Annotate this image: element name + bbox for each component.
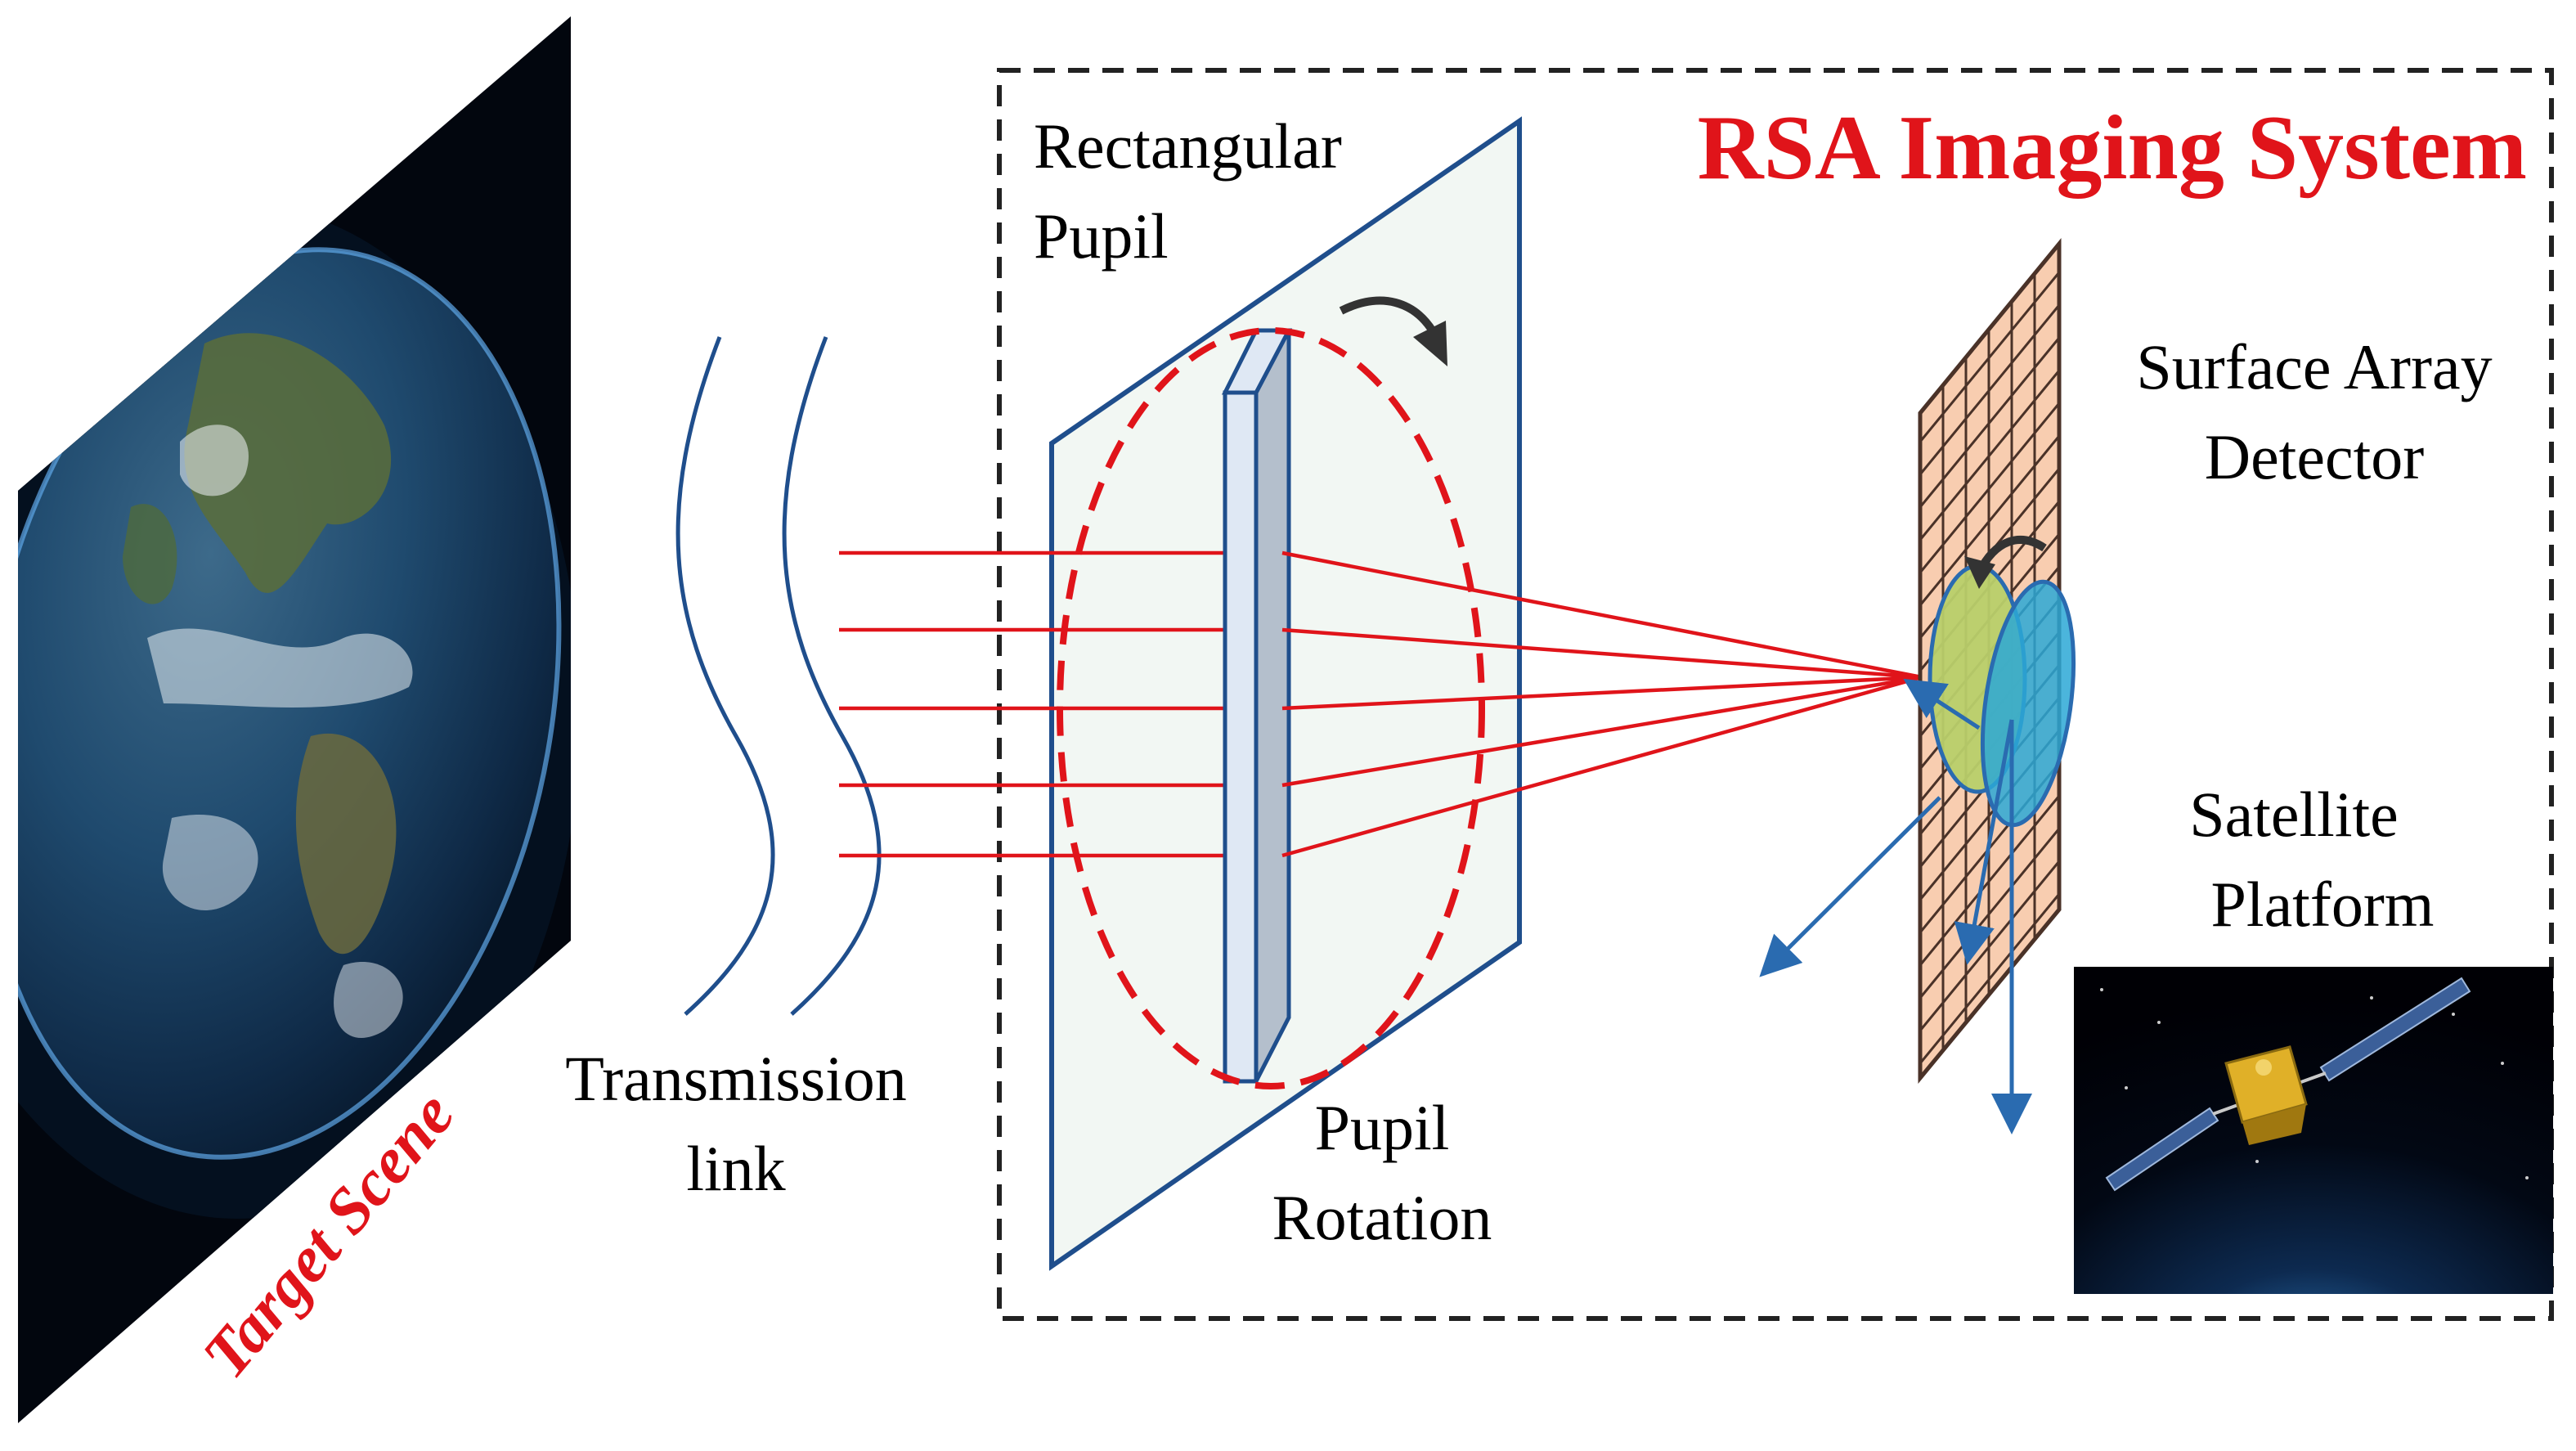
pupil-label-line2: Pupil xyxy=(1034,200,1169,272)
transmission-wavefronts xyxy=(675,336,882,1016)
transmission-link-label-line1: Transmission xyxy=(565,1043,907,1114)
detector-label-line1: Surface Array xyxy=(2136,331,2492,402)
rsa-system-frame xyxy=(997,68,2554,1321)
pupil-rotation-path xyxy=(1057,327,1485,1089)
rectangular-slit xyxy=(1221,328,1293,1084)
incoming-rays xyxy=(839,550,1282,858)
satellite-label-line2: Platform xyxy=(2211,869,2435,940)
satellite-image xyxy=(2074,967,2553,1294)
detector-label-line2: Detector xyxy=(2205,421,2425,492)
target-scene-panel xyxy=(18,16,571,1423)
transmission-link-label-line2: link xyxy=(686,1133,785,1204)
satellite-label-line1: Satellite xyxy=(2189,779,2399,850)
converging-rays xyxy=(1281,550,1923,858)
pupil-rotation-label-line2: Rotation xyxy=(1272,1182,1492,1253)
system-title: RSA Imaging System xyxy=(1698,97,2527,199)
pupil-label-line1: Rectangular xyxy=(1034,110,1342,182)
pupil-rotation-label-line1: Pupil xyxy=(1315,1092,1450,1163)
curved-arrow-icon xyxy=(1339,296,1437,334)
detector-axes xyxy=(1759,678,2032,1134)
